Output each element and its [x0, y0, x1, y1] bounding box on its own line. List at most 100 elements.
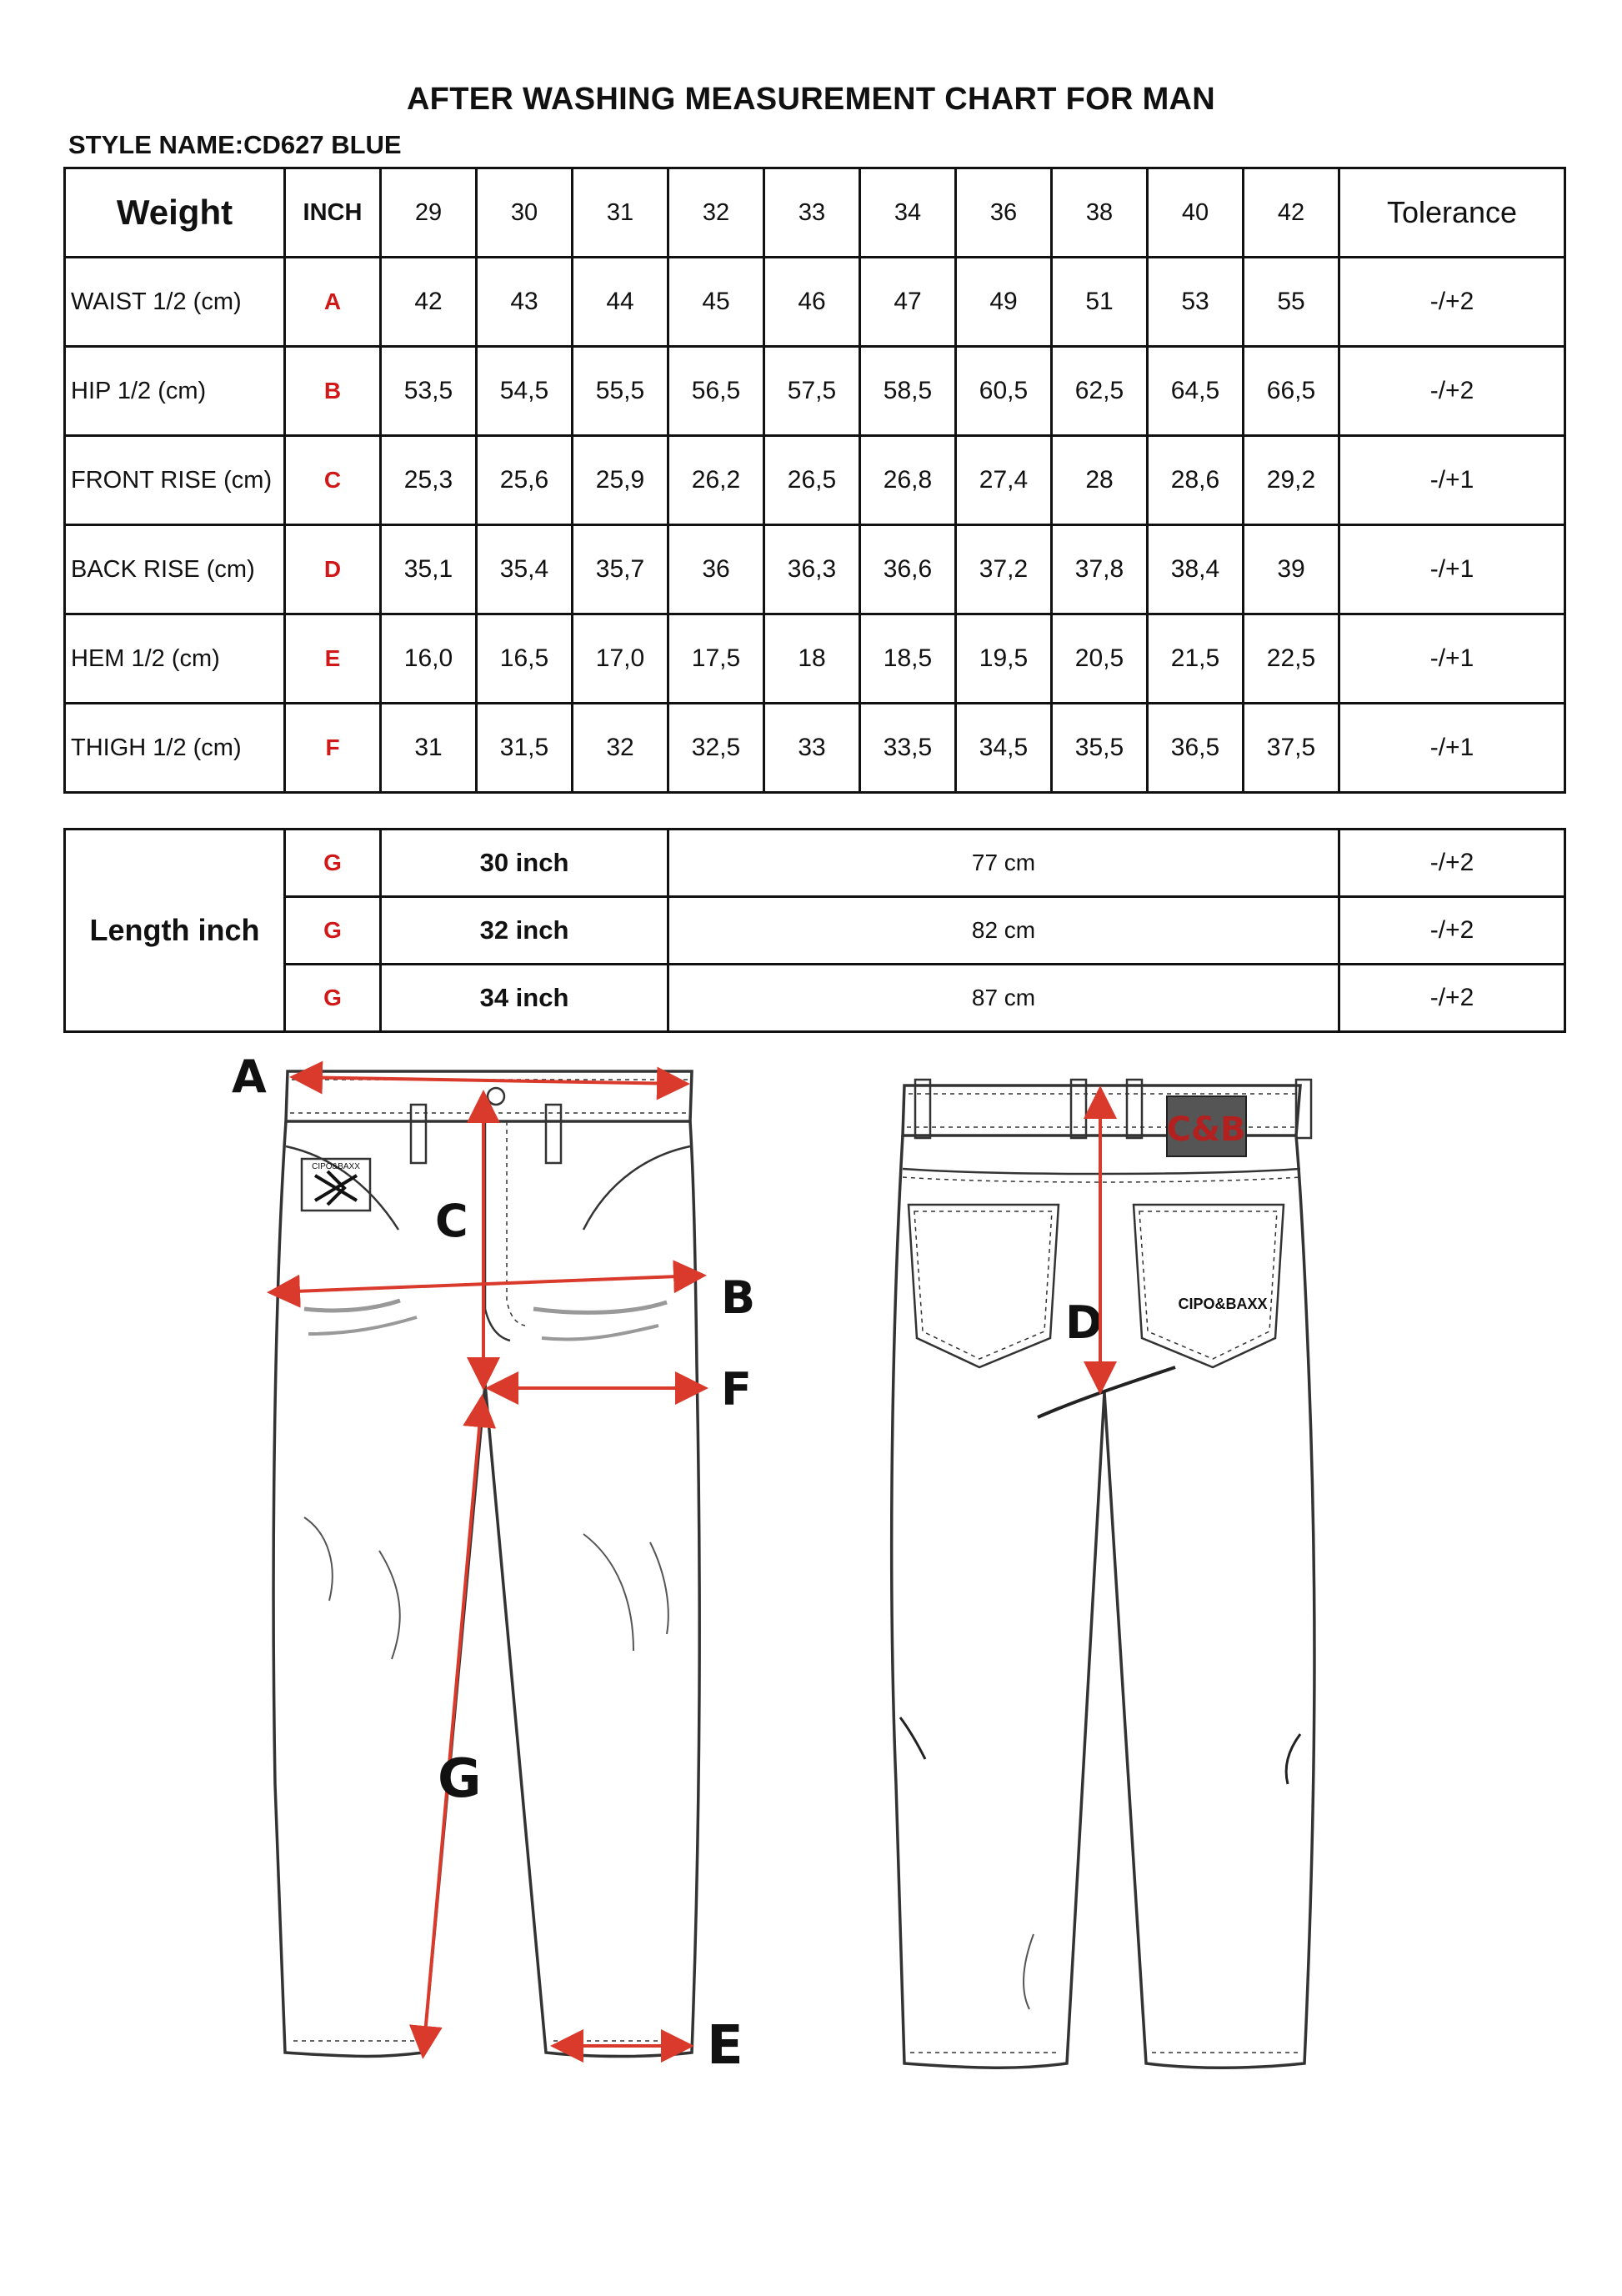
table-cell: 36,3: [763, 524, 861, 615]
table-cell: 37,2: [954, 524, 1053, 615]
table-cell: 26,2: [667, 434, 765, 526]
row-label: WAIST 1/2 (cm): [63, 256, 286, 348]
size-header-33: 33: [763, 167, 861, 258]
table-cell: 53: [1146, 256, 1244, 348]
table-cell: 18,5: [859, 613, 957, 704]
inch-header: INCH: [283, 167, 382, 258]
table-cell: 60,5: [954, 345, 1053, 437]
length-inch-cell: 32 inch: [379, 895, 669, 965]
row-label: FRONT RISE (cm): [63, 434, 286, 526]
size-header-32: 32: [667, 167, 765, 258]
table-cell: 37,5: [1242, 702, 1340, 794]
table-cell: 42: [379, 256, 478, 348]
table-cell: 45: [667, 256, 765, 348]
size-table: Weight INCH 29 30 31 32 33 34 36 38 40 4…: [63, 167, 1566, 794]
table-cell: 35,1: [379, 524, 478, 615]
page-title: AFTER WASHING MEASUREMENT CHART FOR MAN: [406, 82, 1216, 117]
table-row: FRONT RISE (cm) C 25,3 25,6 25,9 26,2 26…: [63, 434, 1566, 526]
table-cell: 38,4: [1146, 524, 1244, 615]
table-cell: 19,5: [954, 613, 1053, 704]
size-header-30: 30: [475, 167, 573, 258]
table-cell: 51: [1050, 256, 1149, 348]
size-header-34: 34: [859, 167, 957, 258]
row-code: A: [283, 256, 382, 348]
tolerance-cell: -/+2: [1338, 895, 1566, 965]
table-row: G 32 inch 82 cm -/+2: [65, 895, 1566, 965]
tolerance-cell: -/+2: [1338, 963, 1566, 1033]
table-cell: 16,5: [475, 613, 573, 704]
label-c: C: [435, 1195, 468, 1247]
table-row: WAIST 1/2 (cm) A 42 43 44 45 46 47 49 51…: [63, 256, 1566, 348]
tolerance-cell: -/+1: [1338, 613, 1566, 704]
table-cell: 44: [571, 256, 669, 348]
tolerance-cell: -/+2: [1338, 256, 1566, 348]
length-arrow: [408, 1394, 497, 2059]
row-label: HEM 1/2 (cm): [63, 613, 286, 704]
measurement-arrows: [267, 1060, 708, 2063]
table-cell: 26,5: [763, 434, 861, 526]
table-cell: 39: [1242, 524, 1340, 615]
table-row: BACK RISE (cm) D 35,1 35,4 35,7 36 36,3 …: [63, 524, 1566, 615]
weight-header: Weight: [63, 167, 286, 258]
length-cm-cell: 82 cm: [667, 895, 1340, 965]
table-cell: 57,5: [763, 345, 861, 437]
length-inch-cell: 30 inch: [379, 828, 669, 898]
table-row: HIP 1/2 (cm) B 53,5 54,5 55,5 56,5 57,5 …: [63, 345, 1566, 437]
table-cell: 37,8: [1050, 524, 1149, 615]
table-cell: 25,9: [571, 434, 669, 526]
table-cell: 29,2: [1242, 434, 1340, 526]
table-cell: 43: [475, 256, 573, 348]
table-cell: 49: [954, 256, 1053, 348]
tolerance-cell: -/+1: [1338, 524, 1566, 615]
table-cell: 22,5: [1242, 613, 1340, 704]
table-cell: 35,4: [475, 524, 573, 615]
length-title: Length inch: [63, 828, 286, 1033]
row-label: THIGH 1/2 (cm): [63, 702, 286, 794]
length-cm-cell: 87 cm: [667, 963, 1340, 1033]
table-row: Length inch G 30 inch 77 cm -/+2: [63, 828, 1566, 1033]
table-cell: 27,4: [954, 434, 1053, 526]
table-cell: 53,5: [379, 345, 478, 437]
table-cell: 33,5: [859, 702, 957, 794]
row-label: BACK RISE (cm): [63, 524, 286, 615]
table-cell: 20,5: [1050, 613, 1149, 704]
table-cell: 36,6: [859, 524, 957, 615]
table-cell: 17,0: [571, 613, 669, 704]
row-label: HIP 1/2 (cm): [63, 345, 286, 437]
table-cell: 66,5: [1242, 345, 1340, 437]
tolerance-cell: -/+1: [1338, 702, 1566, 794]
row-code: D: [283, 524, 382, 615]
table-cell: 36,5: [1146, 702, 1244, 794]
row-code: E: [283, 613, 382, 704]
table-cell: 54,5: [475, 345, 573, 437]
length-cm-cell: 77 cm: [667, 828, 1340, 898]
front-pocket-tag: CIPO&BAXX: [312, 1162, 360, 1171]
row-code: F: [283, 702, 382, 794]
table-cell: 31,5: [475, 702, 573, 794]
table-cell: 58,5: [859, 345, 957, 437]
table-cell: 25,6: [475, 434, 573, 526]
table-cell: 33: [763, 702, 861, 794]
row-code: G: [283, 895, 382, 965]
tolerance-header: Tolerance: [1338, 167, 1566, 258]
tolerance-cell: -/+2: [1338, 345, 1566, 437]
size-header-36: 36: [954, 167, 1053, 258]
label-b: B: [721, 1271, 755, 1324]
style-name: STYLE NAME:CD627 BLUE: [68, 130, 402, 159]
tolerance-cell: -/+1: [1338, 434, 1566, 526]
label-g: G: [438, 1748, 482, 1810]
table-cell: 32,5: [667, 702, 765, 794]
table-cell: 28: [1050, 434, 1149, 526]
waist-arrow: [289, 1060, 690, 1100]
front-jeans-drawing: CIPO&BAXX: [272, 1070, 701, 2058]
table-cell: 55: [1242, 256, 1340, 348]
jeans-technical-drawing: CIPO&BAXX A C B F G E D: [232, 1050, 1316, 2077]
row-code: B: [283, 345, 382, 437]
table-cell: 31: [379, 702, 478, 794]
tolerance-cell: -/+2: [1338, 828, 1566, 898]
size-header-row: Weight INCH 29 30 31 32 33 34 36 38 40 4…: [63, 167, 1566, 258]
length-inch-cell: 34 inch: [379, 963, 669, 1033]
row-code: G: [283, 828, 382, 898]
table-row: THIGH 1/2 (cm) F 31 31,5 32 32,5 33 33,5…: [63, 702, 1566, 794]
size-header-38: 38: [1050, 167, 1149, 258]
